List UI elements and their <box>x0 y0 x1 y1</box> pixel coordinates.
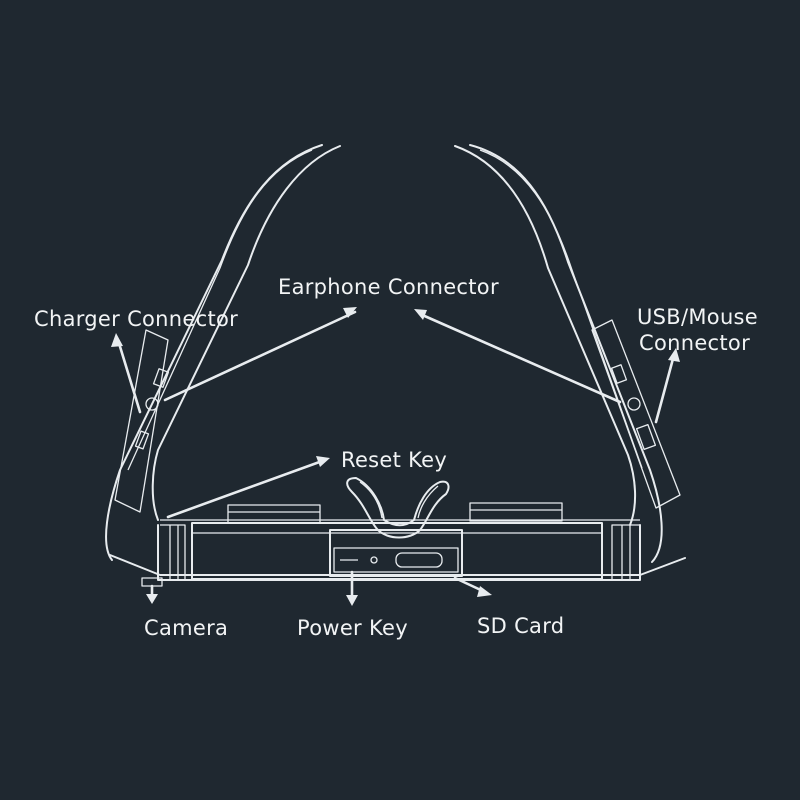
left-handle <box>105 144 341 561</box>
right-handle <box>454 144 681 563</box>
earphone-connector-label: Earphone Connector <box>278 275 499 299</box>
sd-card-label: SD Card <box>477 614 565 638</box>
power-key-label: Power Key <box>297 616 408 640</box>
charger-connector-label: Charger Connector <box>34 307 239 331</box>
usb-mouse-label-line2: Connector <box>639 331 751 355</box>
callout-arrows <box>111 307 680 606</box>
camera-label: Camera <box>144 616 229 640</box>
port-panel <box>329 529 463 577</box>
center-clip <box>346 477 450 539</box>
usb-mouse-label-line1: USB/Mouse <box>637 305 759 329</box>
reset-key-label: Reset Key <box>341 448 448 472</box>
mounting-rails <box>227 502 563 524</box>
